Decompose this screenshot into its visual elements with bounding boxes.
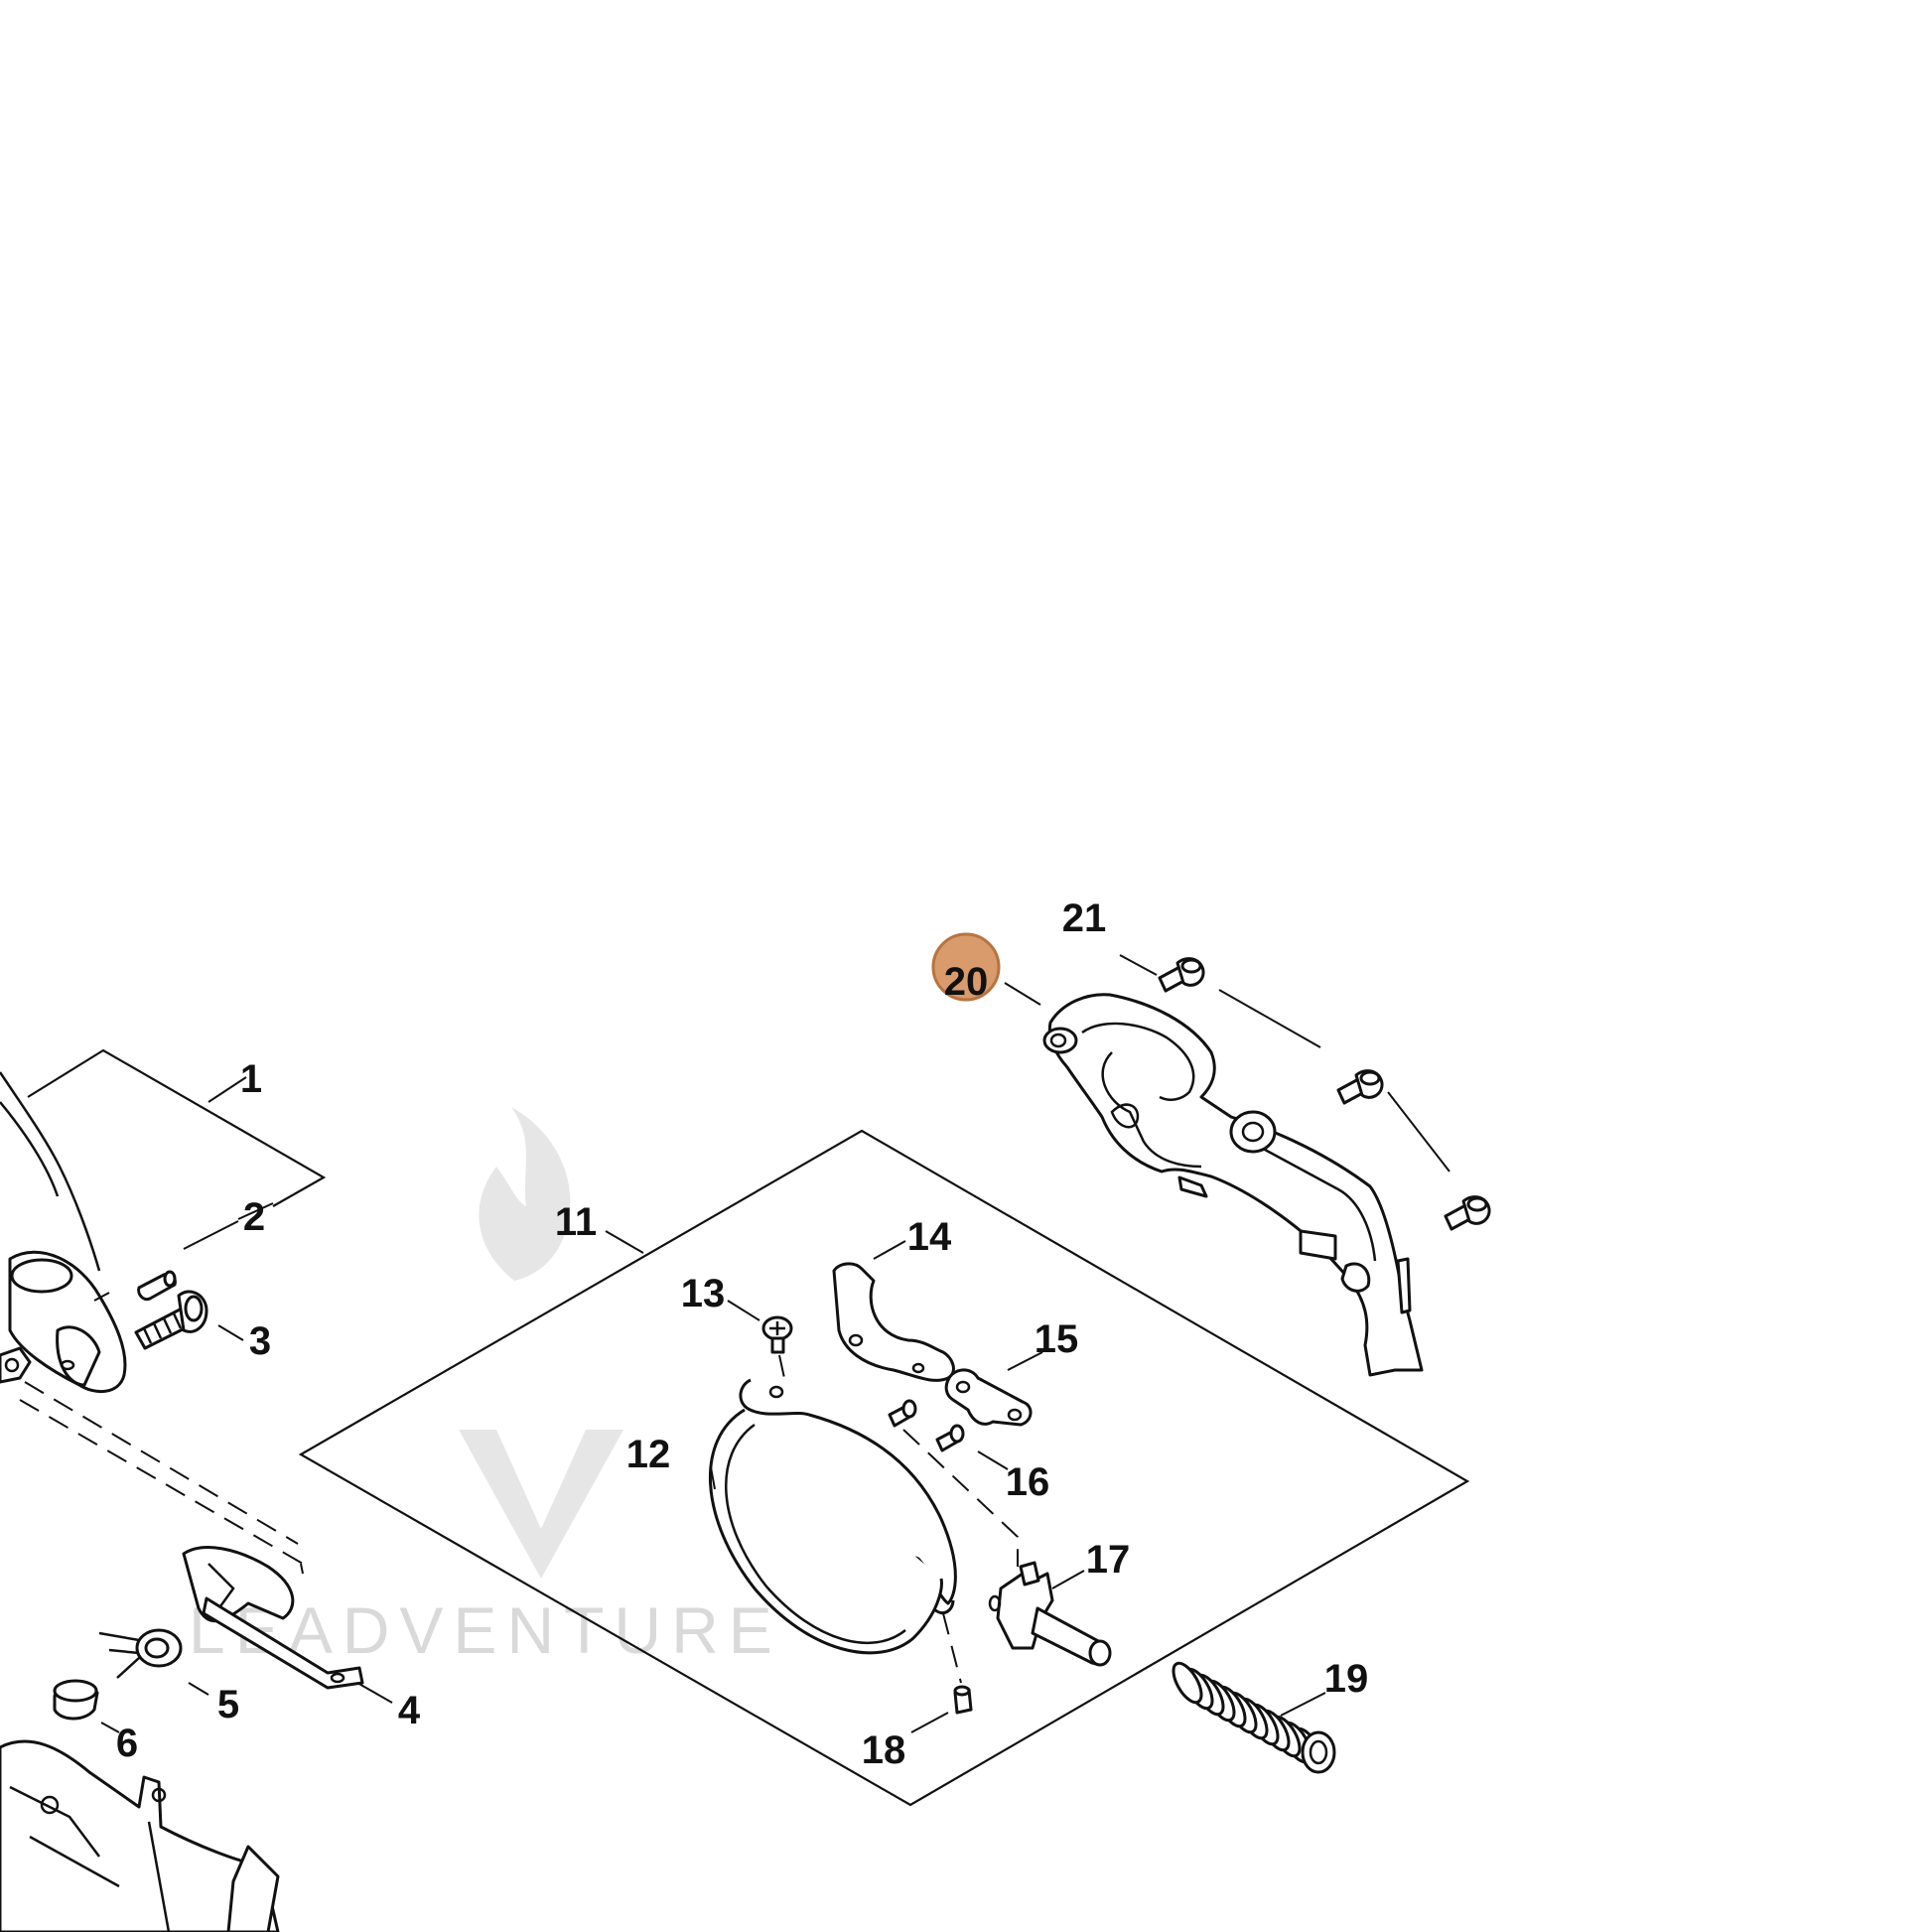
callout-6: 6 <box>116 1722 138 1765</box>
part-19-spring <box>1172 1661 1336 1774</box>
part-18-pin <box>953 1685 973 1715</box>
callout-15: 15 <box>1035 1317 1079 1361</box>
callout-1: 1 <box>240 1057 262 1101</box>
callout-16: 16 <box>1006 1460 1050 1504</box>
part-21-screw-1 <box>1158 957 1205 993</box>
callout-13: 13 <box>681 1272 726 1315</box>
callout-12: 12 <box>626 1433 671 1476</box>
part-14-lever <box>832 1262 955 1382</box>
part-5-spring <box>98 1628 183 1679</box>
callout-14: 14 <box>907 1215 952 1259</box>
leader-lines <box>100 954 1450 1733</box>
watermark-logo-icon <box>459 1107 623 1579</box>
part-6-sleeve <box>53 1679 99 1721</box>
part-housing-bottom <box>0 1739 280 1932</box>
part-20-hand-guard <box>1042 993 1424 1377</box>
part-21-screw-3 <box>1444 1195 1491 1231</box>
group-frame-1 <box>27 1048 327 1207</box>
callout-4: 4 <box>398 1689 421 1732</box>
part-17-actuator <box>988 1561 1112 1667</box>
callout-2: 2 <box>243 1195 265 1239</box>
callout-18: 18 <box>862 1728 906 1772</box>
callout-5: 5 <box>217 1683 239 1726</box>
callout-17: 17 <box>1086 1538 1131 1582</box>
part-housing-left <box>0 1071 127 1394</box>
part-16-pin-1 <box>888 1399 917 1428</box>
part-12-brake-band <box>709 1378 957 1655</box>
part-4-lever <box>182 1546 364 1690</box>
callout-19: 19 <box>1324 1657 1369 1701</box>
dashed-reference-lines <box>19 1292 1019 1684</box>
group-frame-11 <box>298 1129 1470 1807</box>
part-15-link <box>944 1368 1033 1427</box>
part-3-bolt <box>134 1290 208 1350</box>
callout-20-highlight-badge <box>931 932 1001 1002</box>
part-16-pin-2 <box>935 1424 965 1452</box>
callout-21: 21 <box>1062 897 1107 940</box>
part-21-screw-2 <box>1336 1069 1384 1105</box>
callout-3: 3 <box>249 1319 271 1363</box>
callout-20: 20 <box>944 960 989 1004</box>
part-13-screw <box>761 1315 793 1354</box>
callout-11: 11 <box>555 1200 597 1244</box>
part-2-pin <box>137 1270 177 1302</box>
spring-coil <box>1172 1661 1203 1705</box>
